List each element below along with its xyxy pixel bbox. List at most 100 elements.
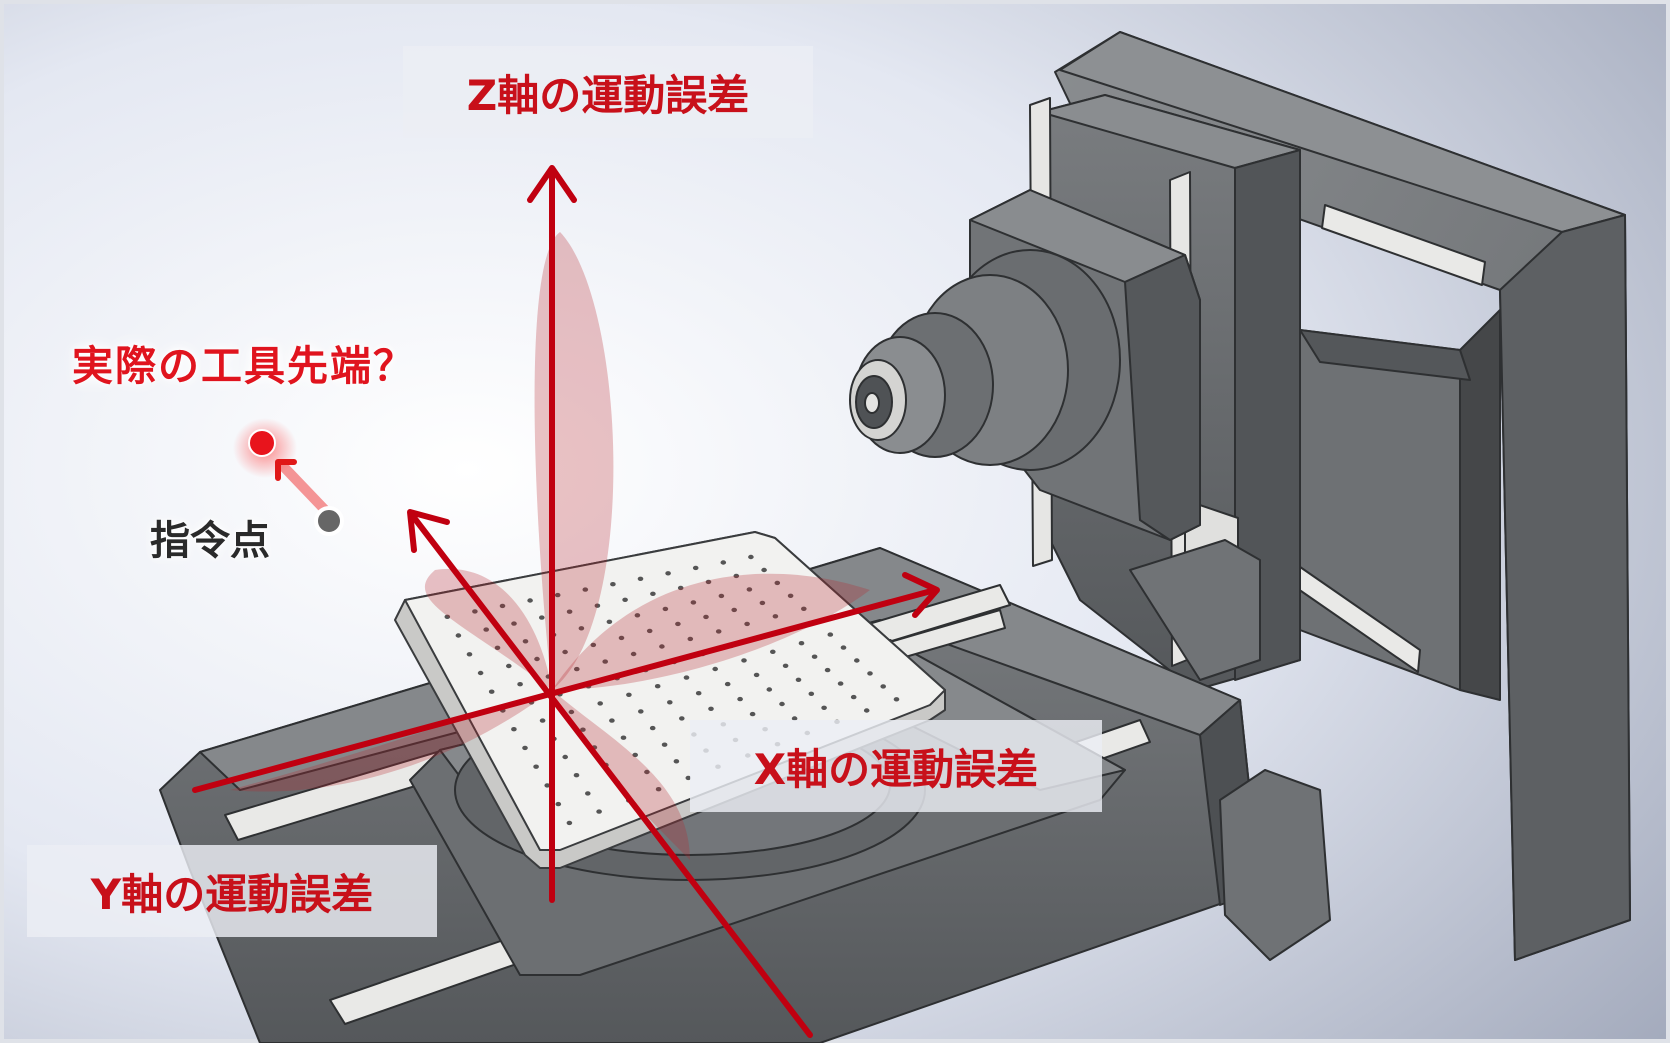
table-hole xyxy=(594,603,601,608)
table-hole xyxy=(827,632,834,637)
table-hole xyxy=(715,629,722,634)
table-hole xyxy=(741,658,747,663)
table-hole xyxy=(850,694,857,700)
table-hole xyxy=(602,659,608,664)
error-points xyxy=(233,418,344,536)
table-hole xyxy=(649,725,656,731)
table-hole xyxy=(683,675,690,680)
table-hole xyxy=(712,666,718,672)
table-hole xyxy=(632,752,638,758)
table-hole xyxy=(568,709,575,715)
z-axis-error-label: Z軸の運動誤差 xyxy=(466,70,750,120)
table-hole xyxy=(770,649,776,654)
table-hole xyxy=(782,663,789,668)
table-hole xyxy=(675,621,681,627)
axis-arrows xyxy=(192,165,940,1038)
table-hole xyxy=(483,627,490,632)
table-hole xyxy=(597,701,603,706)
table-hole xyxy=(522,639,529,644)
table-hole xyxy=(638,709,644,714)
table-hole xyxy=(622,597,628,602)
table-hole xyxy=(517,682,523,687)
x-axis-error-label: X軸の運動誤差 xyxy=(753,744,1039,794)
table-hole xyxy=(679,716,685,721)
table-hole xyxy=(554,592,561,598)
table-hole xyxy=(511,727,517,732)
table-hole xyxy=(708,706,714,711)
y-axis-arrow xyxy=(409,512,813,1038)
table-hole xyxy=(566,609,573,614)
table-hole xyxy=(609,718,615,723)
table-hole xyxy=(477,670,484,676)
table-hole xyxy=(610,582,616,587)
z-axis-error-label-box: Z軸の運動誤差 xyxy=(403,46,813,138)
table-hole xyxy=(863,708,870,713)
table-hole xyxy=(801,606,807,611)
table-hole xyxy=(766,687,773,692)
table-hole xyxy=(893,697,900,702)
table-hole xyxy=(466,652,473,657)
table-hole xyxy=(753,672,760,678)
table-hole xyxy=(539,615,545,620)
table-hole xyxy=(585,791,591,796)
table-hole xyxy=(662,606,669,612)
table-hole xyxy=(654,684,661,689)
table-hole xyxy=(787,593,794,598)
table-hole xyxy=(488,689,495,694)
table-hole xyxy=(665,571,671,576)
table-hole xyxy=(661,742,668,747)
table-hole xyxy=(718,593,725,599)
table-hole xyxy=(634,613,641,618)
table-hole xyxy=(544,783,550,788)
table-hole xyxy=(724,681,731,687)
table-hole xyxy=(606,619,613,624)
table-hole xyxy=(733,573,740,579)
work-table xyxy=(394,531,946,869)
table-hole xyxy=(703,614,709,620)
table-hole xyxy=(685,775,692,781)
table-hole xyxy=(761,567,767,573)
table-hole xyxy=(650,591,656,596)
table-hole xyxy=(618,635,625,641)
table-hole xyxy=(596,809,602,814)
table-hole xyxy=(455,633,462,638)
table-hole xyxy=(494,645,501,650)
y-axis-error-label-box: Y軸の運動誤差 xyxy=(27,845,437,937)
table-hole xyxy=(534,656,540,662)
x-axis-arrow xyxy=(192,587,938,793)
table-hole xyxy=(749,711,756,717)
table-hole xyxy=(774,580,781,586)
table-hole xyxy=(533,764,539,769)
y-axis-error-label: Y軸の運動誤差 xyxy=(90,869,374,919)
command-point-gray-dot-icon xyxy=(314,506,344,536)
table-hole xyxy=(582,587,589,592)
table-hole xyxy=(655,787,662,792)
table-hole xyxy=(659,644,665,649)
table-hole xyxy=(837,681,844,686)
table-hole xyxy=(472,609,478,614)
table-hole xyxy=(821,705,827,710)
table-holes xyxy=(444,554,900,826)
table-hole xyxy=(687,636,694,642)
table-hole xyxy=(673,759,680,764)
table-hole xyxy=(808,691,815,696)
table-hole xyxy=(720,560,727,565)
table-hole xyxy=(791,716,798,721)
table-hole xyxy=(590,642,597,648)
table-hole xyxy=(646,628,653,634)
table-hole xyxy=(811,654,818,659)
table-hole xyxy=(574,666,580,672)
command-point-label: 指令点 xyxy=(150,518,270,564)
table-hole xyxy=(511,621,517,626)
actual-point-red-dot-icon xyxy=(248,429,276,457)
table-hole xyxy=(798,641,805,646)
table-hole xyxy=(527,598,533,603)
table-hole xyxy=(731,607,737,613)
table-hole xyxy=(562,754,568,760)
table-hole xyxy=(690,600,697,605)
table-hole xyxy=(748,554,754,560)
table-hole xyxy=(695,691,702,696)
table-hole xyxy=(506,663,512,669)
table-hole xyxy=(854,658,860,663)
